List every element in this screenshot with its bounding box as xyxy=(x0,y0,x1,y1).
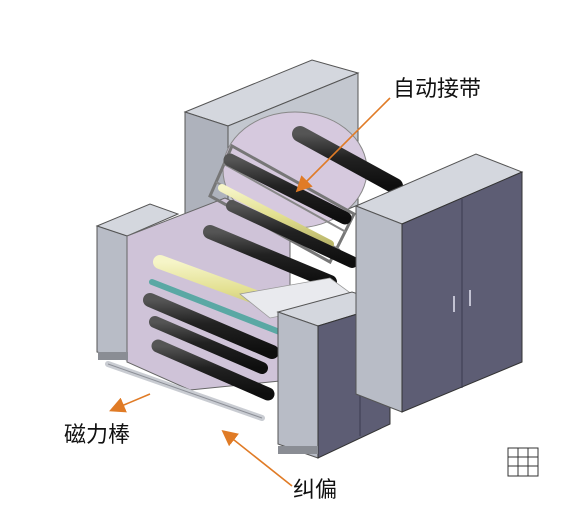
roller xyxy=(223,153,352,225)
right-cabinet xyxy=(354,153,524,413)
magnetic-rod-label: 磁力棒 xyxy=(64,423,131,448)
roller xyxy=(149,316,268,374)
left-cabinet xyxy=(95,203,180,361)
roller xyxy=(292,126,403,194)
roller xyxy=(143,293,279,359)
roller xyxy=(218,184,334,248)
auto-splice-arrow xyxy=(295,97,391,193)
edge-guide-label: 纠偏 xyxy=(293,478,338,503)
roller xyxy=(149,279,303,343)
roller xyxy=(226,200,358,268)
edge-guide-arrow xyxy=(221,430,293,487)
roller xyxy=(151,339,275,401)
grid-icon xyxy=(507,447,539,477)
base-feet xyxy=(98,352,318,454)
magnetic-rod-arrow xyxy=(109,393,151,413)
auto-splice-label: 自动接带 xyxy=(393,77,482,102)
roller xyxy=(203,225,337,289)
